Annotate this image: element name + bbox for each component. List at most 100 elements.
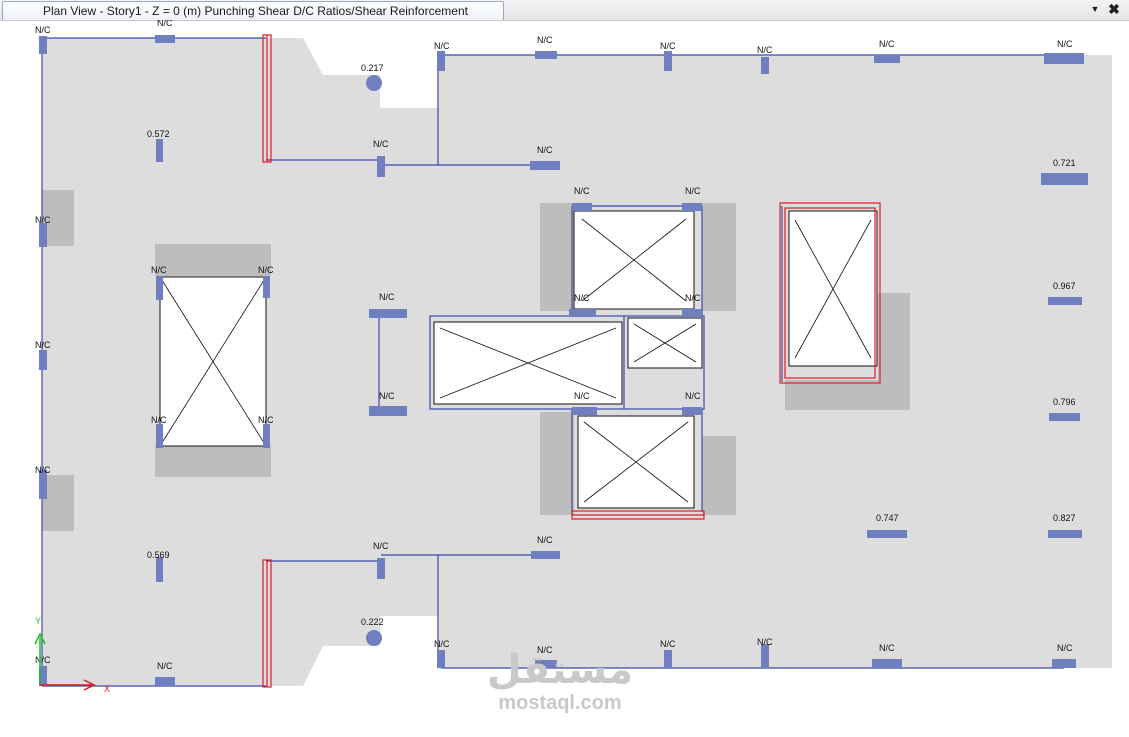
column[interactable] (263, 276, 270, 298)
column[interactable] (867, 530, 907, 538)
axis-triad: Y X (34, 616, 110, 694)
column[interactable] (761, 644, 769, 668)
label-nc: N/C (537, 535, 553, 545)
label-nc: N/C (879, 39, 895, 49)
label-nc: N/C (574, 293, 590, 303)
label-nc: N/C (537, 35, 553, 45)
axis-x-label: X (104, 684, 110, 694)
column[interactable] (39, 470, 47, 499)
column[interactable] (1048, 530, 1082, 538)
label-nc: N/C (35, 25, 51, 35)
label-ratio: 0.967 (1053, 281, 1076, 291)
drop-panel (42, 475, 74, 531)
drop-panel (878, 293, 910, 383)
label-nc: N/C (35, 465, 51, 475)
opening-core-mid (433, 321, 623, 405)
column[interactable] (1052, 659, 1076, 668)
column[interactable] (437, 650, 445, 668)
drop-panel (785, 380, 910, 410)
column[interactable] (263, 424, 270, 448)
drop-panel (540, 203, 574, 311)
column[interactable] (377, 156, 385, 177)
column[interactable] (569, 309, 596, 317)
column[interactable] (872, 659, 902, 668)
label-nc: N/C (574, 391, 590, 401)
column[interactable] (39, 223, 47, 247)
column[interactable] (1048, 297, 1082, 305)
column[interactable] (155, 677, 175, 686)
column[interactable] (156, 139, 163, 162)
column[interactable] (156, 424, 163, 448)
drop-panels (42, 190, 910, 531)
column[interactable] (1041, 173, 1088, 185)
columns (39, 35, 1088, 686)
tab-title: Plan View - Story1 - Z = 0 (m) Punching … (43, 4, 468, 18)
label-nc: N/C (258, 415, 274, 425)
drop-panel (540, 412, 574, 515)
close-icon[interactable]: ✖ (1108, 1, 1120, 17)
column[interactable] (535, 660, 557, 668)
drop-panel (42, 190, 74, 246)
opening-core-top (573, 210, 695, 310)
label-nc: N/C (685, 293, 701, 303)
column[interactable] (39, 350, 47, 370)
column[interactable] (664, 51, 672, 71)
label-ratio: 0.747 (876, 513, 899, 523)
column-round[interactable] (366, 75, 382, 91)
column[interactable] (682, 309, 702, 317)
column[interactable] (437, 51, 445, 71)
column[interactable] (39, 36, 47, 54)
column[interactable] (572, 203, 592, 211)
opening-right (788, 210, 878, 367)
label-ratio: 0.827 (1053, 513, 1076, 523)
column[interactable] (682, 203, 702, 211)
label-ratio: 0.222 (361, 617, 384, 627)
drop-panel (702, 436, 736, 515)
column[interactable] (535, 51, 557, 59)
label-nc: N/C (434, 41, 450, 51)
label-nc: N/C (379, 391, 395, 401)
column[interactable] (369, 309, 407, 318)
column[interactable] (155, 35, 175, 43)
label-nc: N/C (151, 415, 167, 425)
plan-drawing: N/C N/C N/C N/C N/C N/C N/C 0.572 0.569 … (34, 18, 1112, 694)
column[interactable] (377, 558, 385, 579)
label-nc: N/C (35, 215, 51, 225)
label-ratio: 0.796 (1053, 397, 1076, 407)
column[interactable] (156, 276, 163, 300)
column[interactable] (39, 666, 47, 686)
label-nc: N/C (660, 41, 676, 51)
column[interactable] (874, 55, 900, 63)
column[interactable] (531, 551, 560, 559)
label-nc: N/C (151, 265, 167, 275)
label-ratio: 0.217 (361, 63, 384, 73)
label-nc: N/C (157, 661, 173, 671)
label-nc: N/C (757, 45, 773, 55)
label-nc: N/C (660, 639, 676, 649)
column[interactable] (1049, 413, 1080, 421)
plan-canvas[interactable]: N/C N/C N/C N/C N/C N/C N/C 0.572 0.569 … (0, 18, 1129, 732)
watermark-latin: mostaql.com (498, 692, 622, 714)
column[interactable] (572, 407, 597, 415)
column[interactable] (369, 406, 407, 416)
drop-panel (155, 244, 271, 276)
column[interactable] (682, 407, 702, 415)
chevron-down-icon[interactable]: ▼ (1090, 4, 1100, 14)
column[interactable] (664, 650, 672, 668)
opening-left (159, 276, 267, 447)
dc-ratio-labels: N/C N/C N/C N/C N/C N/C N/C 0.572 0.569 … (35, 18, 1076, 671)
label-nc: N/C (879, 643, 895, 653)
column[interactable] (1044, 53, 1084, 64)
column[interactable] (530, 161, 560, 170)
column[interactable] (156, 557, 163, 582)
column[interactable] (761, 57, 769, 74)
label-nc: N/C (1057, 643, 1073, 653)
opening-core-bottom (577, 415, 695, 509)
openings (159, 210, 878, 509)
drop-panel (702, 203, 736, 311)
tab-plan-view[interactable]: Plan View - Story1 - Z = 0 (m) Punching … (2, 1, 504, 20)
label-ratio: 0.569 (147, 550, 170, 560)
column-round[interactable] (366, 630, 382, 646)
label-nc: N/C (537, 645, 553, 655)
